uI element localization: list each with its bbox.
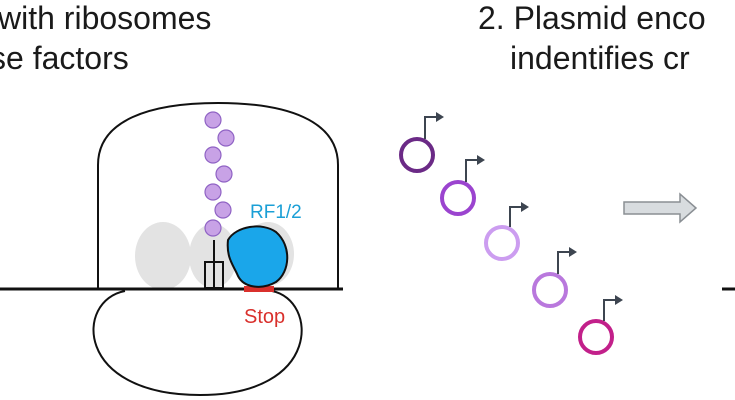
panel2-heading-line1: 2. Plasmid enco — [478, 0, 706, 36]
release-factor-rf12 — [226, 225, 289, 288]
promoter-arrow-icon — [424, 116, 440, 139]
right-arrow-icon — [623, 192, 698, 224]
stop-label: Stop — [244, 306, 285, 328]
promoter-arrow-icon — [603, 299, 619, 321]
promoter-arrow-icon — [509, 206, 525, 227]
plasmid-5 — [578, 295, 623, 355]
ribosome-large-subunit — [97, 101, 339, 288]
promoter-arrow-icon — [557, 251, 573, 274]
plasmid-3 — [484, 202, 529, 261]
ribosome-small-subunit — [92, 290, 303, 397]
stop-codon-mark — [244, 286, 274, 292]
plasmid-4 — [532, 247, 577, 308]
shadow-ribosome-left — [135, 222, 191, 290]
plasmid-1 — [399, 112, 444, 173]
peptide-chain — [204, 111, 235, 237]
panel1-heading-line1: with ribosomes — [0, 0, 212, 36]
panel2-heading-line2: indentifies cr — [510, 40, 690, 76]
promoter-arrow-icon — [465, 159, 481, 182]
panel1-heading-line2: se factors — [0, 40, 129, 76]
plasmid-2 — [440, 155, 485, 216]
trna-icon — [204, 240, 224, 289]
rf12-label: RF1/2 — [250, 202, 302, 223]
